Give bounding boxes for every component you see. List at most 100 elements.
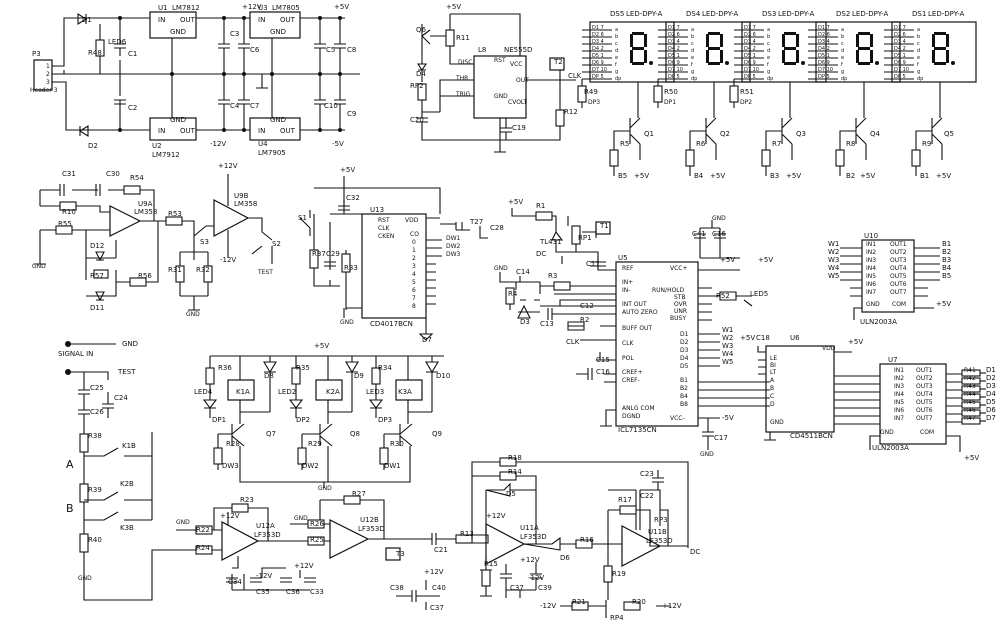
component-label: W2 bbox=[828, 248, 839, 256]
component-label: VCC bbox=[510, 61, 522, 68]
component-label: DS2 bbox=[836, 10, 850, 18]
svg-text:DP 5: DP 5 bbox=[894, 74, 906, 80]
component-label: Header 3 bbox=[30, 87, 58, 94]
component-label: DP1 bbox=[212, 416, 226, 424]
component-label: ULN2003A bbox=[860, 318, 897, 326]
component-label: +12V bbox=[486, 512, 506, 520]
component-label: -12V bbox=[528, 574, 544, 582]
svg-text:f: f bbox=[917, 62, 919, 68]
component-label: GND bbox=[880, 429, 894, 436]
component-label: R41 bbox=[964, 367, 976, 374]
component-label: RP1 bbox=[578, 234, 592, 242]
component-label: TRIG bbox=[455, 91, 471, 98]
svg-text:b: b bbox=[767, 34, 770, 40]
component-label: D1 bbox=[82, 16, 92, 24]
component-label: L8 bbox=[478, 46, 486, 54]
component-label: K3A bbox=[398, 388, 412, 396]
component-label: INT OUT bbox=[622, 301, 647, 308]
component-label: IN5 bbox=[894, 399, 904, 406]
component-label: B4 bbox=[680, 393, 688, 400]
component-label: TEST bbox=[257, 269, 273, 276]
component-label: R36 bbox=[218, 364, 232, 372]
component-label: D6 bbox=[560, 554, 570, 562]
component-label: R31 bbox=[168, 266, 182, 274]
component-label: D12 bbox=[90, 242, 104, 250]
component-label: D2 bbox=[986, 374, 996, 382]
component-label: D9 bbox=[354, 372, 364, 380]
component-label: U7 bbox=[888, 356, 898, 364]
svg-text:D7 10: D7 10 bbox=[668, 67, 683, 73]
svg-text:d: d bbox=[767, 48, 770, 54]
component-label: K1A bbox=[236, 388, 250, 396]
component-label: COM bbox=[892, 301, 906, 308]
component-label: R33 bbox=[344, 264, 358, 272]
component-label: R21 bbox=[572, 598, 586, 606]
component-label: U6 bbox=[790, 334, 800, 342]
component-label: TEST bbox=[117, 368, 136, 376]
component-label: CLK bbox=[568, 72, 582, 80]
component-label: -12V bbox=[540, 602, 556, 610]
svg-text:D4 2: D4 2 bbox=[592, 46, 604, 52]
component-label: R53 bbox=[168, 210, 182, 218]
component-label: OUT2 bbox=[916, 375, 933, 382]
component-label: R39 bbox=[88, 486, 102, 494]
svg-text:dp: dp bbox=[691, 76, 697, 82]
component-label: Q1 bbox=[644, 130, 654, 138]
svg-text:a: a bbox=[691, 27, 694, 33]
component-label: GND bbox=[770, 419, 784, 426]
component-label: R18 bbox=[508, 454, 522, 462]
component-label: VDD bbox=[822, 345, 836, 352]
component-label: 2 bbox=[412, 255, 416, 262]
component-label: R11 bbox=[456, 34, 470, 42]
component-label: D4 bbox=[680, 355, 689, 362]
component-label: R55 bbox=[58, 220, 72, 228]
component-label: Q5 bbox=[944, 130, 954, 138]
component-label: LED-DPY-A bbox=[852, 10, 889, 18]
component-label: CREF- bbox=[622, 377, 640, 384]
component-label: R2 bbox=[580, 316, 589, 324]
component-label: 7 bbox=[412, 295, 416, 302]
component-label: LED2 bbox=[278, 388, 296, 396]
component-label: CD4511BCN bbox=[790, 432, 833, 440]
component-label: C41 bbox=[692, 230, 706, 238]
component-label: 3 bbox=[46, 79, 50, 86]
component-label: -12V bbox=[256, 572, 272, 580]
component-label: C4 bbox=[230, 102, 240, 110]
component-label: ANLG COM bbox=[622, 405, 655, 412]
svg-text:D1 7: D1 7 bbox=[744, 25, 756, 31]
component-label: C33 bbox=[310, 588, 324, 596]
component-label: R38 bbox=[88, 432, 102, 440]
component-label: GND bbox=[78, 575, 92, 582]
component-label: R54 bbox=[130, 174, 144, 182]
component-label: OUT3 bbox=[890, 257, 907, 264]
component-label: R9 bbox=[922, 140, 931, 148]
component-label: VCC+ bbox=[670, 265, 688, 272]
component-label: B5 bbox=[942, 272, 951, 280]
component-label: LM358 bbox=[234, 200, 257, 208]
component-label: W5 bbox=[722, 358, 733, 366]
component-label: GND bbox=[32, 263, 46, 270]
component-label: OUT6 bbox=[890, 281, 907, 288]
component-label: +12V bbox=[220, 512, 240, 520]
svg-text:DP 5: DP 5 bbox=[744, 74, 756, 80]
svg-text:DP 5: DP 5 bbox=[592, 74, 604, 80]
component-label: A bbox=[66, 458, 74, 471]
component-label: D4 bbox=[986, 390, 996, 398]
component-label: U1 bbox=[158, 4, 168, 12]
component-label: DS5 bbox=[610, 10, 624, 18]
component-label: C34 bbox=[228, 578, 242, 586]
component-label: B bbox=[770, 385, 774, 392]
svg-text:b: b bbox=[615, 34, 618, 40]
component-label: C38 bbox=[390, 584, 404, 592]
component-label: U9B bbox=[234, 192, 249, 200]
component-label: 6 bbox=[412, 287, 416, 294]
component-label: DC bbox=[536, 250, 546, 258]
component-label: C17 bbox=[714, 434, 728, 442]
svg-text:D3 4: D3 4 bbox=[894, 39, 906, 45]
component-label: +12V bbox=[662, 602, 682, 610]
component-label: D7 bbox=[986, 414, 996, 422]
component-label: D11 bbox=[90, 304, 104, 312]
component-label: +5V bbox=[446, 3, 461, 11]
